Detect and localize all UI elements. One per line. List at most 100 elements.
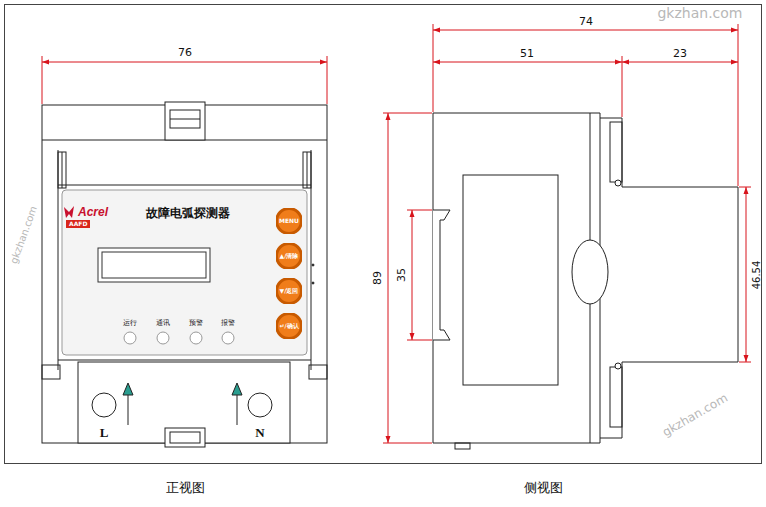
dimension-text: 51 [520, 48, 534, 59]
view-caption: 正视图 [166, 481, 205, 494]
dimension-arrowhead [731, 28, 738, 33]
lcd-screen [102, 252, 206, 278]
brand-logo: Acrel [78, 206, 108, 218]
dimension-arrowhead [615, 60, 622, 65]
button-text: MENU [279, 218, 299, 224]
up-button: ▲/清除 [276, 243, 302, 269]
wire-arrow [232, 383, 242, 395]
top-clip [170, 110, 200, 128]
dimension-line [412, 210, 413, 340]
dimension-arrowhead [386, 113, 391, 120]
led-label: 运行 [123, 320, 137, 327]
dimension-arrowhead [433, 60, 440, 65]
dimension-arrowhead [410, 210, 415, 217]
terminal-screw [92, 393, 116, 417]
led [190, 332, 202, 344]
dimension-arrowhead [386, 436, 391, 443]
extension-line [407, 210, 432, 211]
enter-button: ↵/确认 [276, 313, 302, 339]
dimension-text: 76 [178, 47, 192, 58]
dimension-arrowhead [42, 60, 49, 65]
led [222, 332, 234, 344]
din-notch [433, 210, 450, 340]
button-circle [277, 314, 302, 339]
dot [312, 264, 314, 266]
led [124, 332, 136, 344]
led-label: 预警 [189, 320, 203, 327]
button-text: ↵/确认 [279, 323, 298, 329]
side-label [463, 175, 558, 385]
dimension-arrowhead [744, 187, 749, 194]
bottom-clip [165, 428, 205, 447]
terminal-screw [248, 393, 272, 417]
dimension-arrowhead [410, 333, 415, 340]
lcd-frame [98, 248, 210, 282]
extension-line [738, 24, 739, 186]
side-outline [433, 113, 738, 443]
wire-arrow [128, 393, 129, 425]
button-circle [277, 244, 302, 269]
extension-line [739, 187, 751, 188]
wire-arrow [123, 383, 133, 395]
side-clip [610, 122, 622, 182]
button-circle [277, 209, 302, 234]
bottom-clip [170, 432, 200, 443]
side-clip [307, 152, 308, 188]
dimension-line [433, 62, 622, 63]
front-view [42, 102, 327, 447]
led-label: 通讯 [156, 320, 170, 327]
dimension-arrowhead [320, 60, 327, 65]
housing-line [58, 360, 311, 361]
model-tag: AAFD [66, 220, 90, 228]
button-text: ▲/清除 [280, 253, 299, 259]
dimension-text: 74 [579, 16, 593, 27]
side-window [572, 240, 608, 304]
extension-line [433, 24, 434, 112]
dimension-line [388, 113, 389, 443]
dimension-arrowhead [744, 355, 749, 362]
side-clip [610, 367, 622, 427]
dimensions [42, 24, 751, 443]
corner-hook [309, 365, 327, 379]
product-title: 故障电弧探测器 [146, 207, 230, 219]
extension-line [327, 56, 328, 104]
dimension-text: 46.54 [752, 261, 762, 290]
dot [312, 282, 314, 284]
extension-line [42, 56, 43, 104]
frame-border [5, 5, 762, 464]
dimension-text: 35 [396, 268, 407, 282]
menu-button: MENU [276, 208, 302, 234]
dimension-arrowhead [731, 60, 738, 65]
housing-outline [42, 105, 327, 443]
watermark: gkzhan.com [660, 392, 729, 439]
wire-arrow [237, 393, 238, 425]
dimension-line [433, 30, 738, 31]
watermark: gkzhan.com [9, 205, 39, 265]
front-panel [62, 190, 307, 355]
dimension-arrowhead [433, 28, 440, 33]
led-label: 报警 [221, 320, 235, 327]
side-view [433, 113, 738, 449]
housing-line [58, 185, 311, 186]
top-clip [165, 102, 205, 140]
extension-line [383, 443, 432, 444]
extension-line [739, 362, 751, 363]
dimension-text: 89 [372, 271, 383, 285]
button-text: AAFD [69, 221, 87, 227]
led [157, 332, 169, 344]
dimension-text: 23 [673, 48, 687, 59]
corner-hook [42, 365, 60, 379]
side-clip [58, 152, 66, 188]
pivot [615, 180, 621, 186]
dimension-line [746, 187, 747, 362]
terminal-label: N [255, 426, 264, 439]
dimension-line [622, 62, 738, 63]
button-text: ▼/返回 [280, 288, 299, 294]
extension-line [622, 56, 623, 117]
down-button: ▼/返回 [276, 278, 302, 304]
logo-mark [64, 206, 74, 218]
extension-line [383, 113, 432, 114]
